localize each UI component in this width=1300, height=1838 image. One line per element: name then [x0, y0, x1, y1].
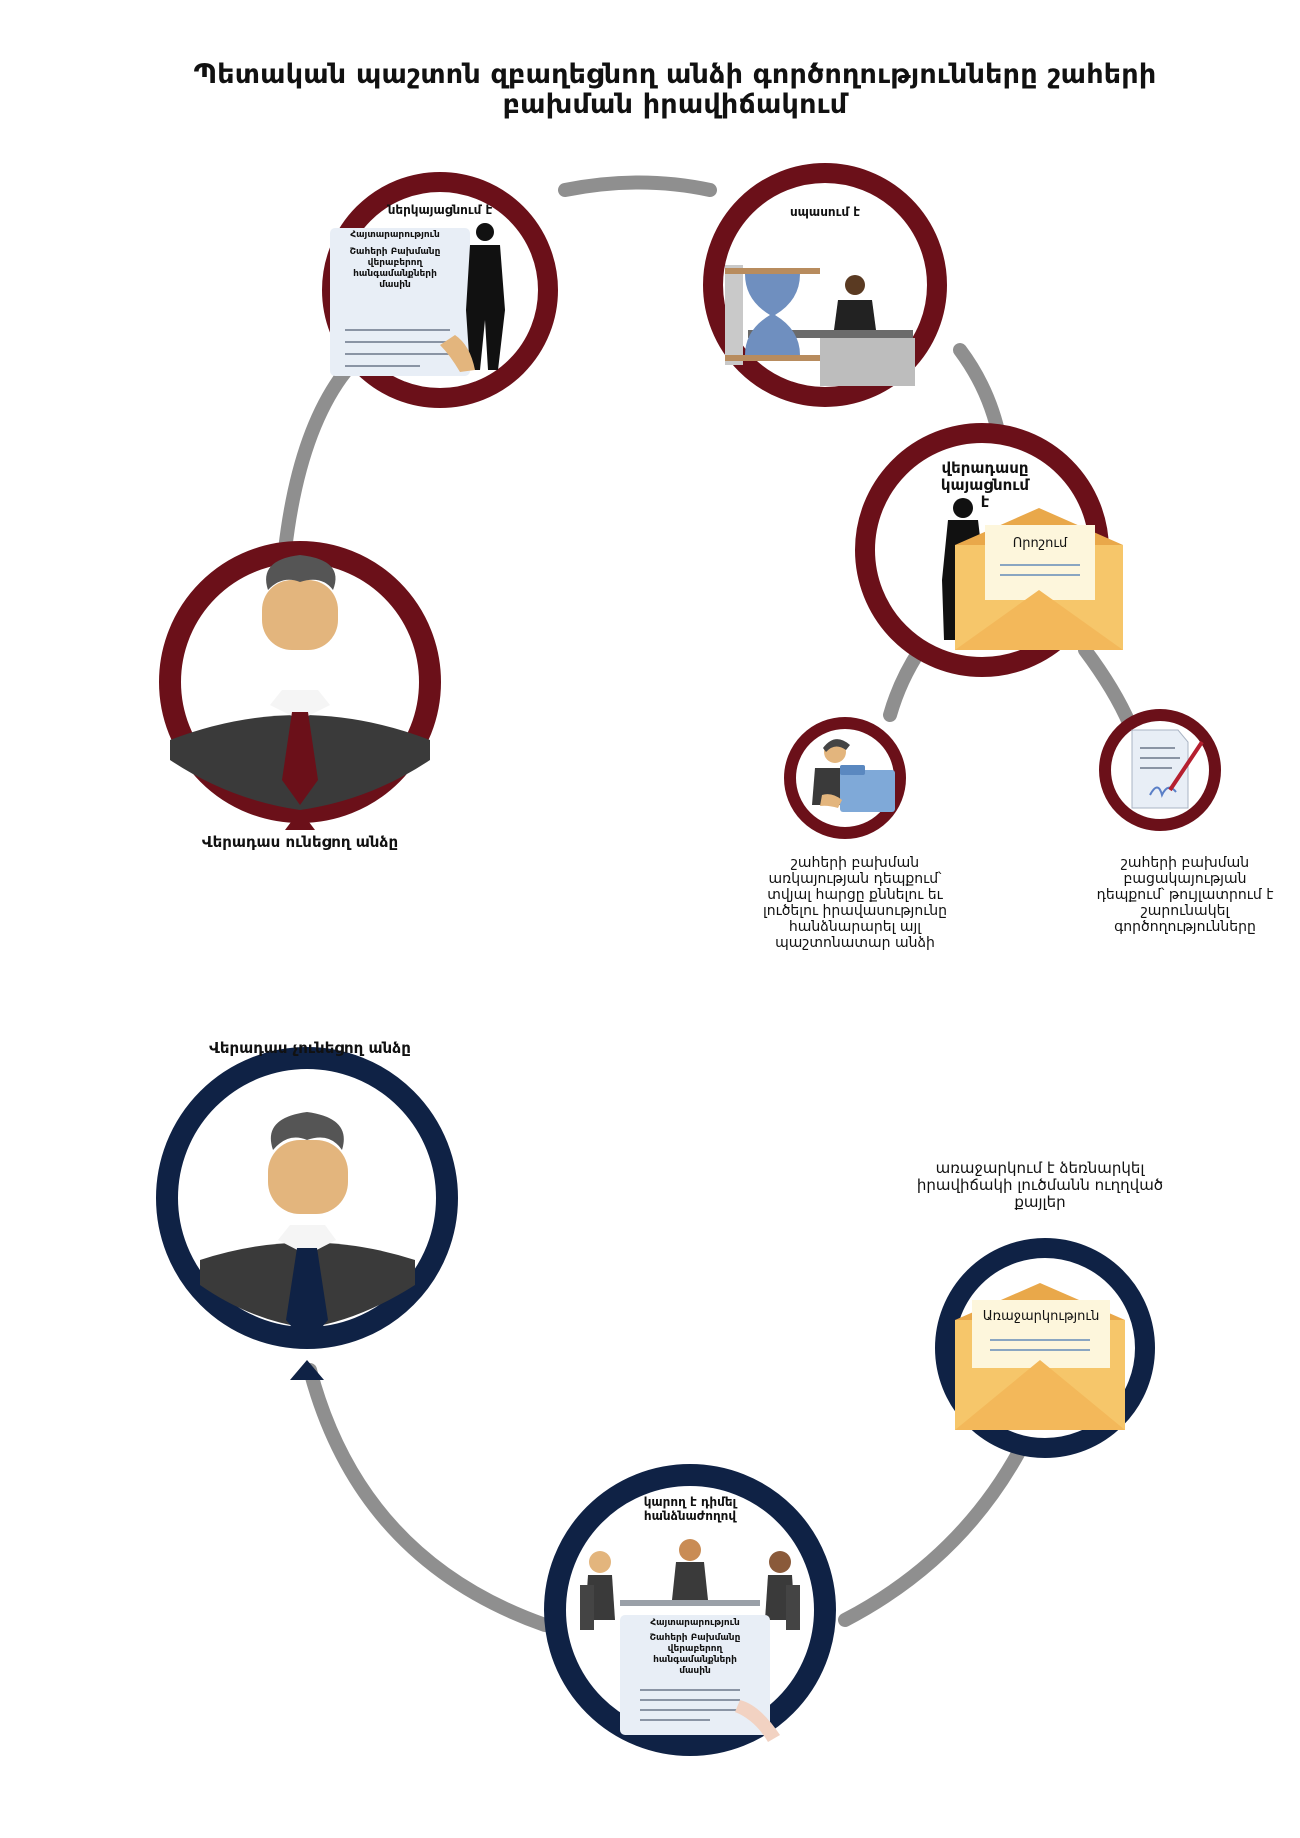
decision-envelope-text: Որոշում	[1012, 536, 1068, 551]
declaration-doc-title: Հայտարարություն	[350, 230, 440, 240]
step-decides-label: վերադասը կայացնում է	[940, 459, 1030, 511]
step-decides-icon	[855, 423, 1123, 677]
commission-doc-text: Հայտարարություն Շահերի Բախմանը վերաբերող…	[620, 1618, 770, 1677]
outcome-continue-icon	[1099, 709, 1221, 831]
person-without-superior	[156, 1047, 458, 1380]
person-without-superior-label: Վերադաս չունեցող անձը	[209, 1039, 411, 1057]
outcome-delegate-text: շահերի բախման առկայության դեպքում՝ տվյալ…	[762, 855, 948, 951]
commission-doc-body: Շահերի Բախմանը վերաբերող հանգամանքների մ…	[649, 1633, 741, 1676]
page-title: Պետական պաշտոն զբաղեցնող անձի գործողությ…	[193, 59, 1157, 120]
person-with-superior	[159, 541, 441, 830]
outcome-delegate-icon	[784, 717, 906, 839]
step-presents-icon	[322, 172, 558, 408]
proposal-envelope-text: Առաջարկություն	[982, 1309, 1100, 1324]
person-with-superior-label: Վերադաս ունեցող անձը	[201, 833, 399, 851]
step-waits-label: սպասում է	[789, 205, 861, 219]
proposal-icon	[935, 1238, 1155, 1458]
step-presents-label: ներկայացնում է	[387, 203, 493, 217]
commission-doc-title: Հայտարարություն	[650, 1618, 740, 1628]
declaration-doc-body: Շահերի Բախմանը վերաբերող հանգամանքների մ…	[349, 247, 441, 290]
outcome-continue-text: շահերի բախման բացակայության դեպքում՝ թու…	[1096, 855, 1274, 935]
commission-label: կարող է դիմել հանձնաժողով	[643, 1495, 737, 1523]
bottom-ring	[303, 1363, 1027, 1632]
commission-icon	[544, 1464, 836, 1756]
proposal-label: առաջարկում է ձեռնարկել իրավիճակի լուծման…	[916, 1159, 1164, 1211]
declaration-doc-text: Հայտարարություն Շահերի Բախմանը վերաբերող…	[335, 230, 455, 291]
step-waits-icon	[703, 163, 947, 407]
